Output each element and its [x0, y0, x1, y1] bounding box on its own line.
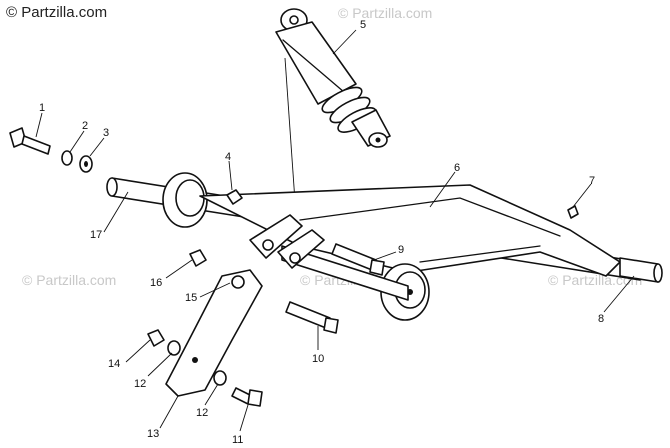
- callout-11: 11: [232, 434, 243, 446]
- leader-lines: [35, 29, 635, 432]
- callout-6: 6: [454, 162, 460, 174]
- callout-1: 1: [39, 102, 45, 114]
- a-arm-lower-edge: [419, 245, 541, 263]
- callout-2: 2: [82, 120, 88, 132]
- shock-bottom-eye-hole: [375, 137, 381, 143]
- shock-absorber: [275, 8, 391, 231]
- bolt-10-shank: [285, 301, 331, 329]
- shock-body: [275, 21, 357, 105]
- callout-4: 4: [225, 151, 231, 163]
- washer-12-upper: [167, 340, 181, 356]
- callout-3: 3: [103, 127, 109, 139]
- bracket-left-hole: [262, 239, 274, 251]
- a-arm-brace: [299, 197, 561, 237]
- bracket-right-hole: [289, 252, 301, 264]
- link-arm-bottom-hole: [192, 357, 198, 363]
- watermark-left: © Partzilla.com: [22, 272, 116, 288]
- shock-body-shade: [282, 39, 345, 93]
- bolt-10-head: [323, 317, 339, 334]
- callout-12-lower: 12: [196, 407, 208, 419]
- callout-10: 10: [312, 353, 324, 365]
- watermark-top-center: © Partzilla.com: [338, 5, 432, 21]
- nut-4: [226, 189, 243, 205]
- a-arm-assembly: [106, 172, 663, 321]
- callout-9: 9: [398, 244, 404, 256]
- main-rod-end: [106, 177, 118, 197]
- bolt-10: [285, 301, 339, 334]
- bolt-9-head: [369, 259, 385, 276]
- callout-15: 15: [185, 292, 197, 304]
- callout-13: 13: [147, 428, 159, 440]
- callout-5: 5: [360, 19, 366, 31]
- callout-7: 7: [589, 175, 595, 187]
- callout-14: 14: [108, 358, 120, 370]
- washer-2: [61, 150, 73, 166]
- bolt-11: [231, 387, 263, 407]
- bolt-9: [331, 243, 385, 276]
- mount-brackets: [249, 214, 325, 269]
- callout-12-upper: 12: [134, 378, 146, 390]
- washer-3-hole: [84, 161, 88, 167]
- washer-12-lower: [213, 370, 227, 386]
- callout-labels: 1 2 3 4 5 6 7 8 9 10 11 12 12 13 14 15 1…: [39, 19, 604, 446]
- shock-top-eye-hole: [289, 15, 299, 25]
- bolt-11-head: [247, 389, 263, 407]
- callout-17: 17: [90, 229, 102, 241]
- grease-fitting-7: [567, 205, 579, 219]
- callout-16: 16: [150, 277, 162, 289]
- watermark-top-left: © Partzilla.com: [6, 4, 107, 21]
- link-arm: [165, 269, 263, 397]
- nut-16: [189, 249, 207, 267]
- right-end-cap: [653, 263, 663, 283]
- link-arm-body: [165, 269, 263, 397]
- nut-14: [147, 329, 165, 347]
- bolt-1-assembly: [9, 127, 93, 173]
- callout-8: 8: [598, 313, 604, 325]
- left-bushing-inner: [175, 179, 205, 217]
- link-arm-top-hole: [231, 275, 245, 289]
- bolt-1-shank: [21, 135, 51, 155]
